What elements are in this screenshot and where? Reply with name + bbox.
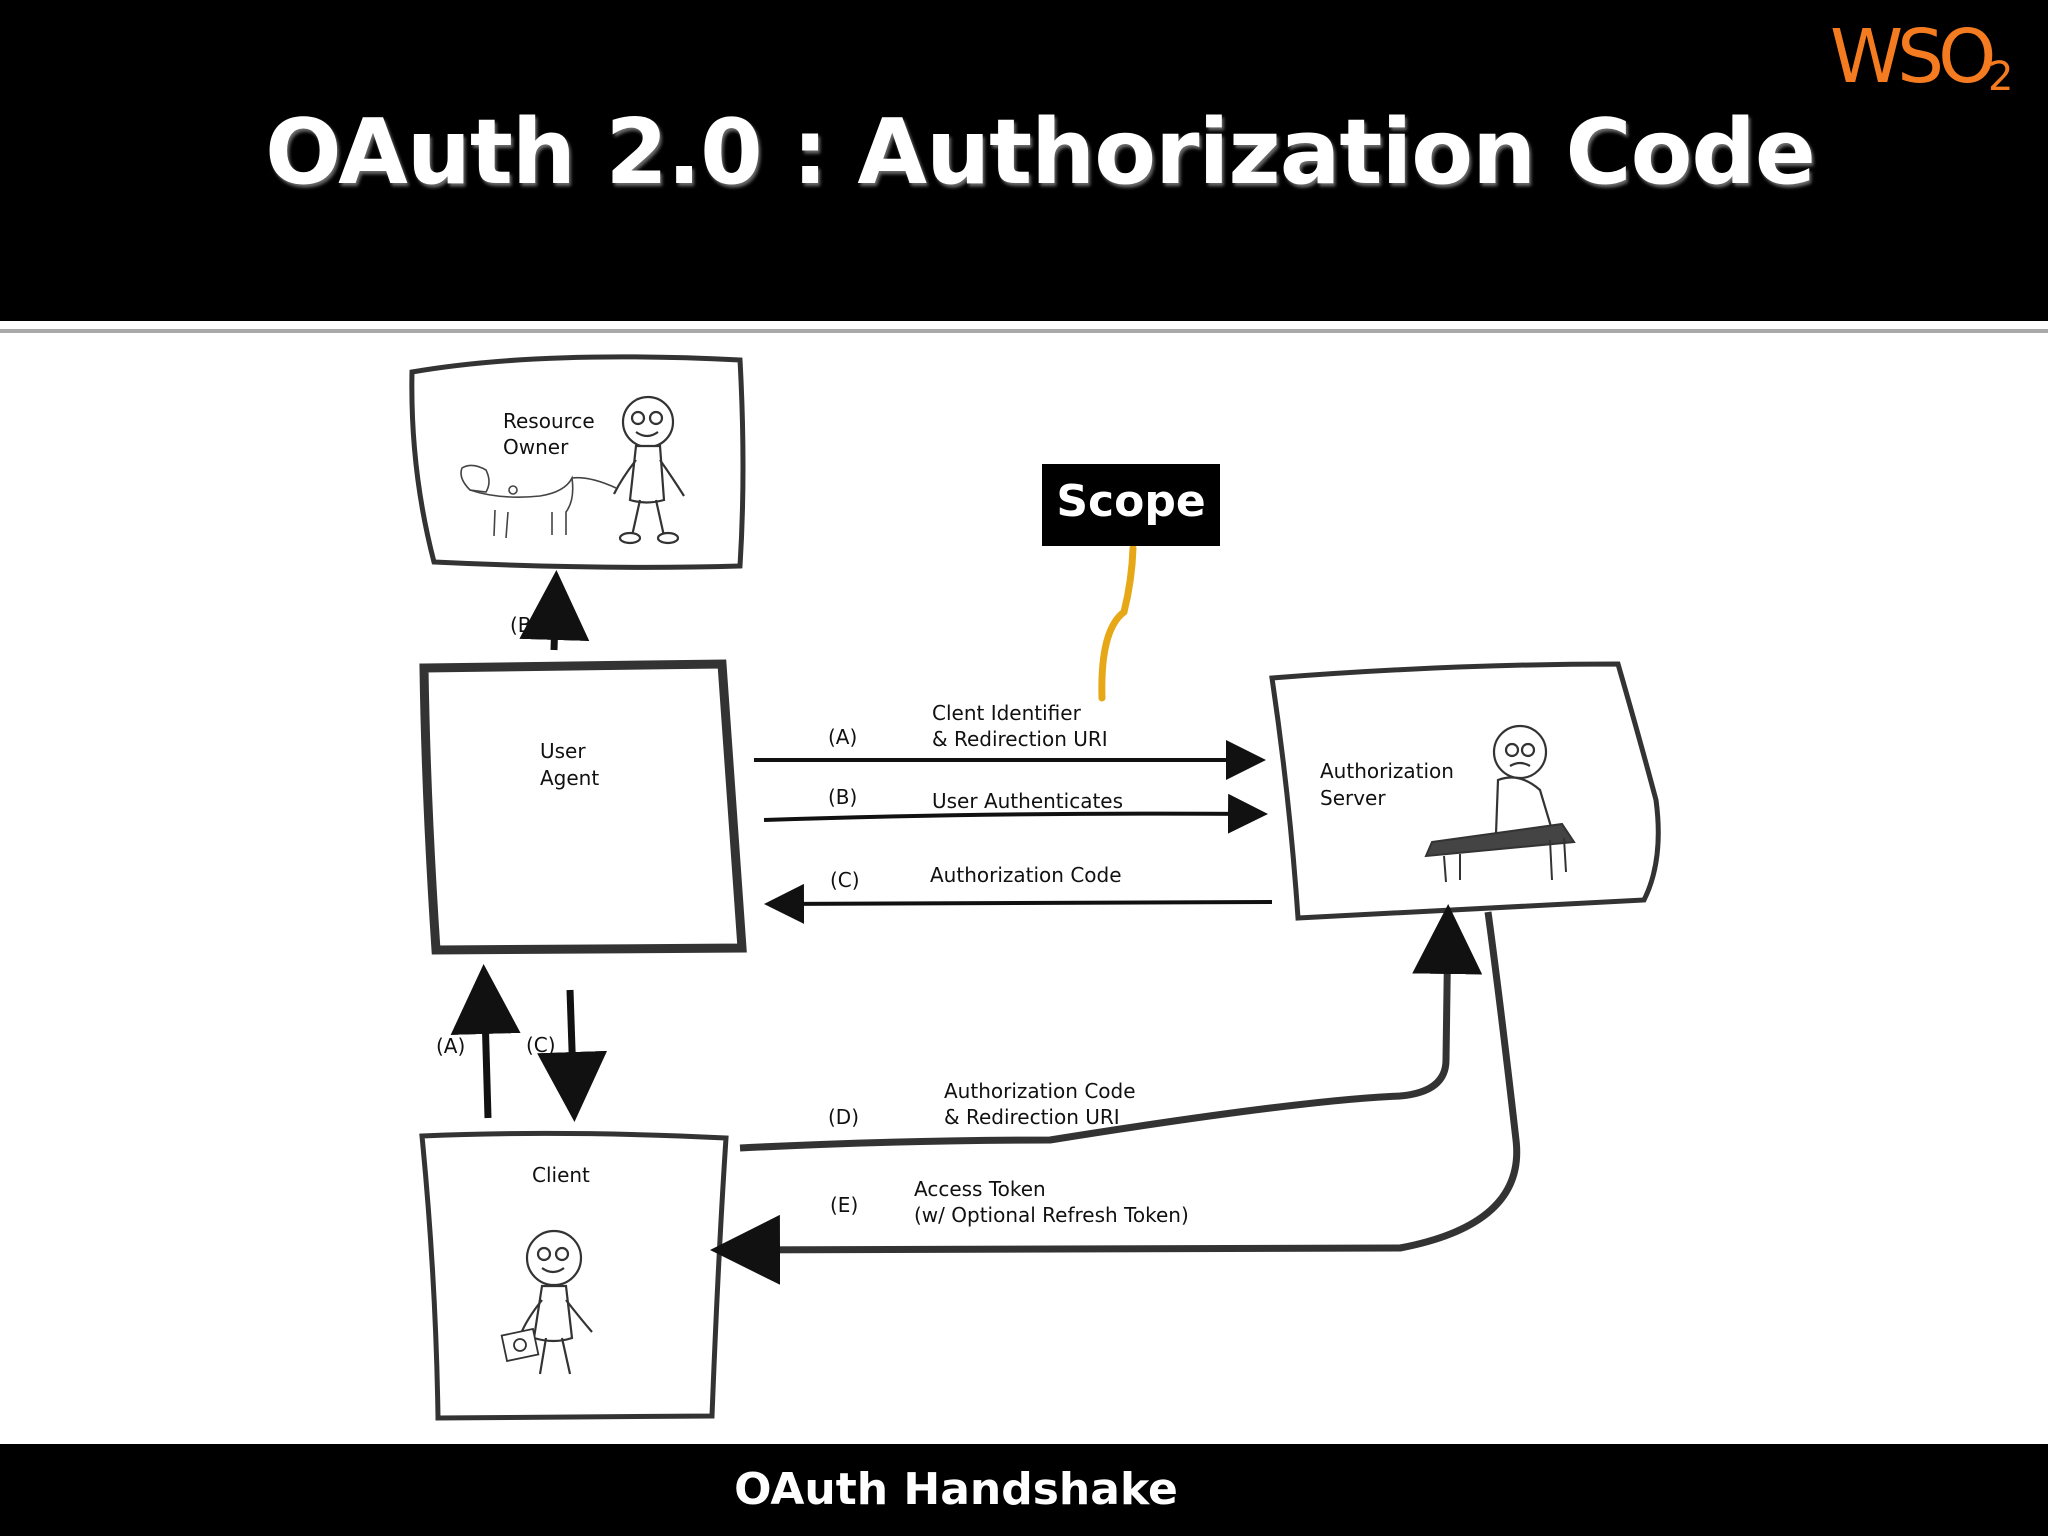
step-d-label-1: Authorization Code bbox=[944, 1079, 1136, 1103]
scope-callout-line bbox=[1098, 544, 1137, 702]
client-label: Client bbox=[532, 1163, 590, 1187]
user-agent-label-1: User bbox=[540, 739, 586, 763]
logo-text: WSO bbox=[1830, 14, 1996, 100]
step-d-label-2: & Redirection URI bbox=[944, 1105, 1120, 1129]
step-c-top: (C) bbox=[830, 868, 860, 892]
resource-owner-person-icon bbox=[613, 395, 685, 545]
arrow-c-to-user-agent bbox=[764, 883, 1273, 924]
step-e-label-1: Access Token bbox=[914, 1177, 1046, 1201]
step-b-top-label: User Authenticates bbox=[932, 789, 1123, 813]
authorization-server-label-1: Authorization bbox=[1320, 759, 1454, 783]
step-e: (E) bbox=[830, 1193, 858, 1217]
step-a-top-label-1: Clent Identifier bbox=[932, 701, 1082, 725]
step-b-top: (B) bbox=[828, 785, 857, 809]
briefcase-icon bbox=[500, 1327, 540, 1363]
authorization-server-box bbox=[1269, 661, 1661, 921]
step-a-top-label-2: & Redirection URI bbox=[932, 727, 1108, 751]
authorization-server-label-2: Server bbox=[1320, 786, 1386, 810]
scope-callout-text: Scope bbox=[1056, 476, 1206, 527]
arrow-a-to-user-agent bbox=[450, 964, 521, 1119]
step-a-up: (A) bbox=[436, 1034, 465, 1058]
dog-icon bbox=[460, 464, 617, 539]
client-person-icon bbox=[518, 1229, 593, 1375]
resource-owner-label-2: Owner bbox=[503, 435, 569, 459]
step-c-top-label: Authorization Code bbox=[930, 863, 1122, 887]
logo-subscript: 2 bbox=[1988, 54, 2014, 100]
slide-title: OAuth 2.0 : Authorization Code bbox=[265, 100, 1816, 205]
authorization-server-person-icon bbox=[1492, 724, 1554, 836]
arrow-d-to-auth-server bbox=[739, 904, 1483, 1152]
header-divider bbox=[0, 329, 2048, 333]
step-d: (D) bbox=[828, 1105, 859, 1129]
scope-callout: Scope bbox=[1042, 464, 1220, 546]
wso2-logo: WSO 2 bbox=[1830, 12, 2040, 102]
footer-bar: OAuth Handshake bbox=[0, 1444, 2048, 1536]
step-c-down: (C) bbox=[526, 1033, 556, 1057]
user-agent-label-2: Agent bbox=[540, 766, 599, 790]
arrow-c-to-client bbox=[537, 989, 608, 1122]
step-b-up: (B) bbox=[510, 613, 539, 637]
resource-owner-box bbox=[409, 354, 746, 570]
desk-icon bbox=[1424, 822, 1576, 883]
footer-text: OAuth Handshake bbox=[734, 1464, 1178, 1515]
arrow-b-to-resource-owner bbox=[519, 570, 590, 651]
user-agent-box bbox=[419, 659, 747, 955]
resource-owner-label-1: Resource bbox=[503, 409, 595, 433]
title-bar bbox=[0, 0, 2048, 321]
step-e-label-2: (w/ Optional Refresh Token) bbox=[914, 1203, 1189, 1227]
arrow-e-to-client bbox=[710, 911, 1521, 1285]
step-a-top: (A) bbox=[828, 725, 857, 749]
arrow-b-to-auth-server bbox=[763, 793, 1268, 834]
